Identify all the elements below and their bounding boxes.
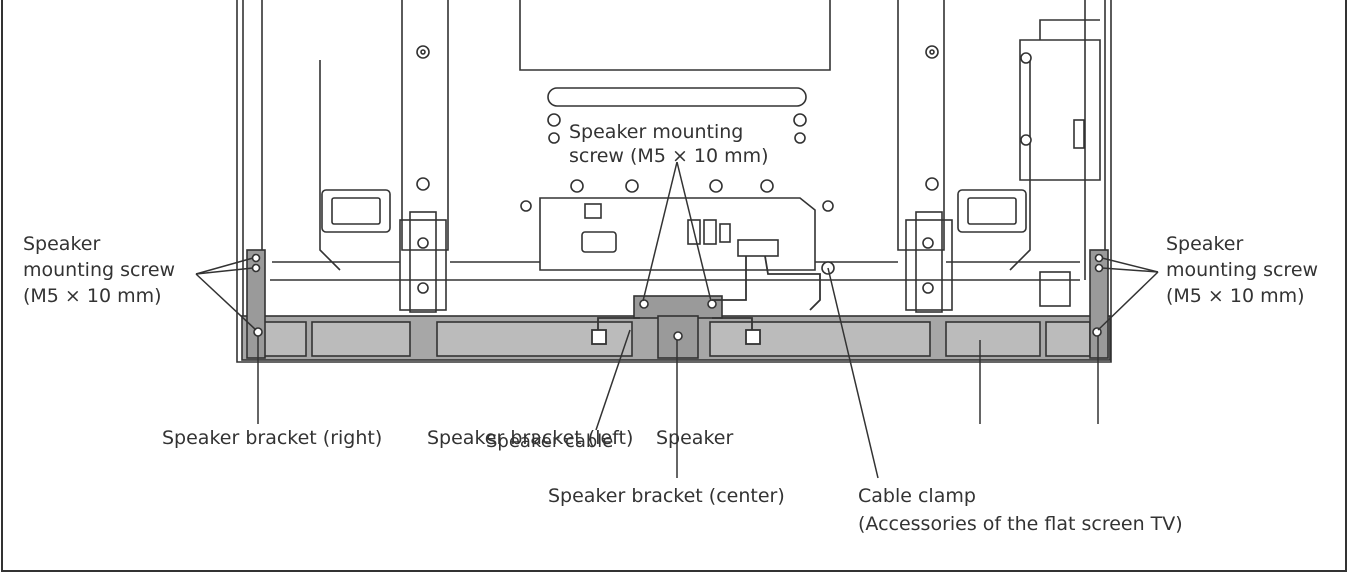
label-speaker: Speaker <box>656 427 734 449</box>
label-screw-right-line2: mounting screw <box>1166 259 1319 281</box>
side-brackets <box>246 249 1109 359</box>
label-screw-left-line2: mounting screw <box>23 259 176 281</box>
tv-rear-panel <box>236 0 1112 363</box>
label-cable-clamp-line2: (Accessories of the flat screen TV) <box>858 513 1183 535</box>
label-bracket-right: Speaker bracket (right) <box>162 427 383 449</box>
label-screw-left-line1: Speaker <box>23 233 101 255</box>
label-screw-left-line3: (M5 × 10 mm) <box>23 285 162 307</box>
label-speaker-cable: Speaker cable <box>486 431 614 452</box>
leader-lines <box>195 161 1159 479</box>
label-screw-right-line3: (M5 × 10 mm) <box>1166 285 1305 307</box>
label-screw-center-line1: Speaker mounting <box>569 121 744 143</box>
label-screw-center-line2: screw (M5 × 10 mm) <box>569 145 769 167</box>
label-bracket-center: Speaker bracket (center) <box>548 485 785 507</box>
label-cable-clamp-line1: Cable clamp <box>858 485 976 507</box>
label-screw-right-line1: Speaker <box>1166 233 1244 255</box>
label-bracket-left: Speaker bracket (left) <box>427 427 634 449</box>
speaker-cable <box>591 255 821 345</box>
screw-holes <box>416 45 1032 294</box>
